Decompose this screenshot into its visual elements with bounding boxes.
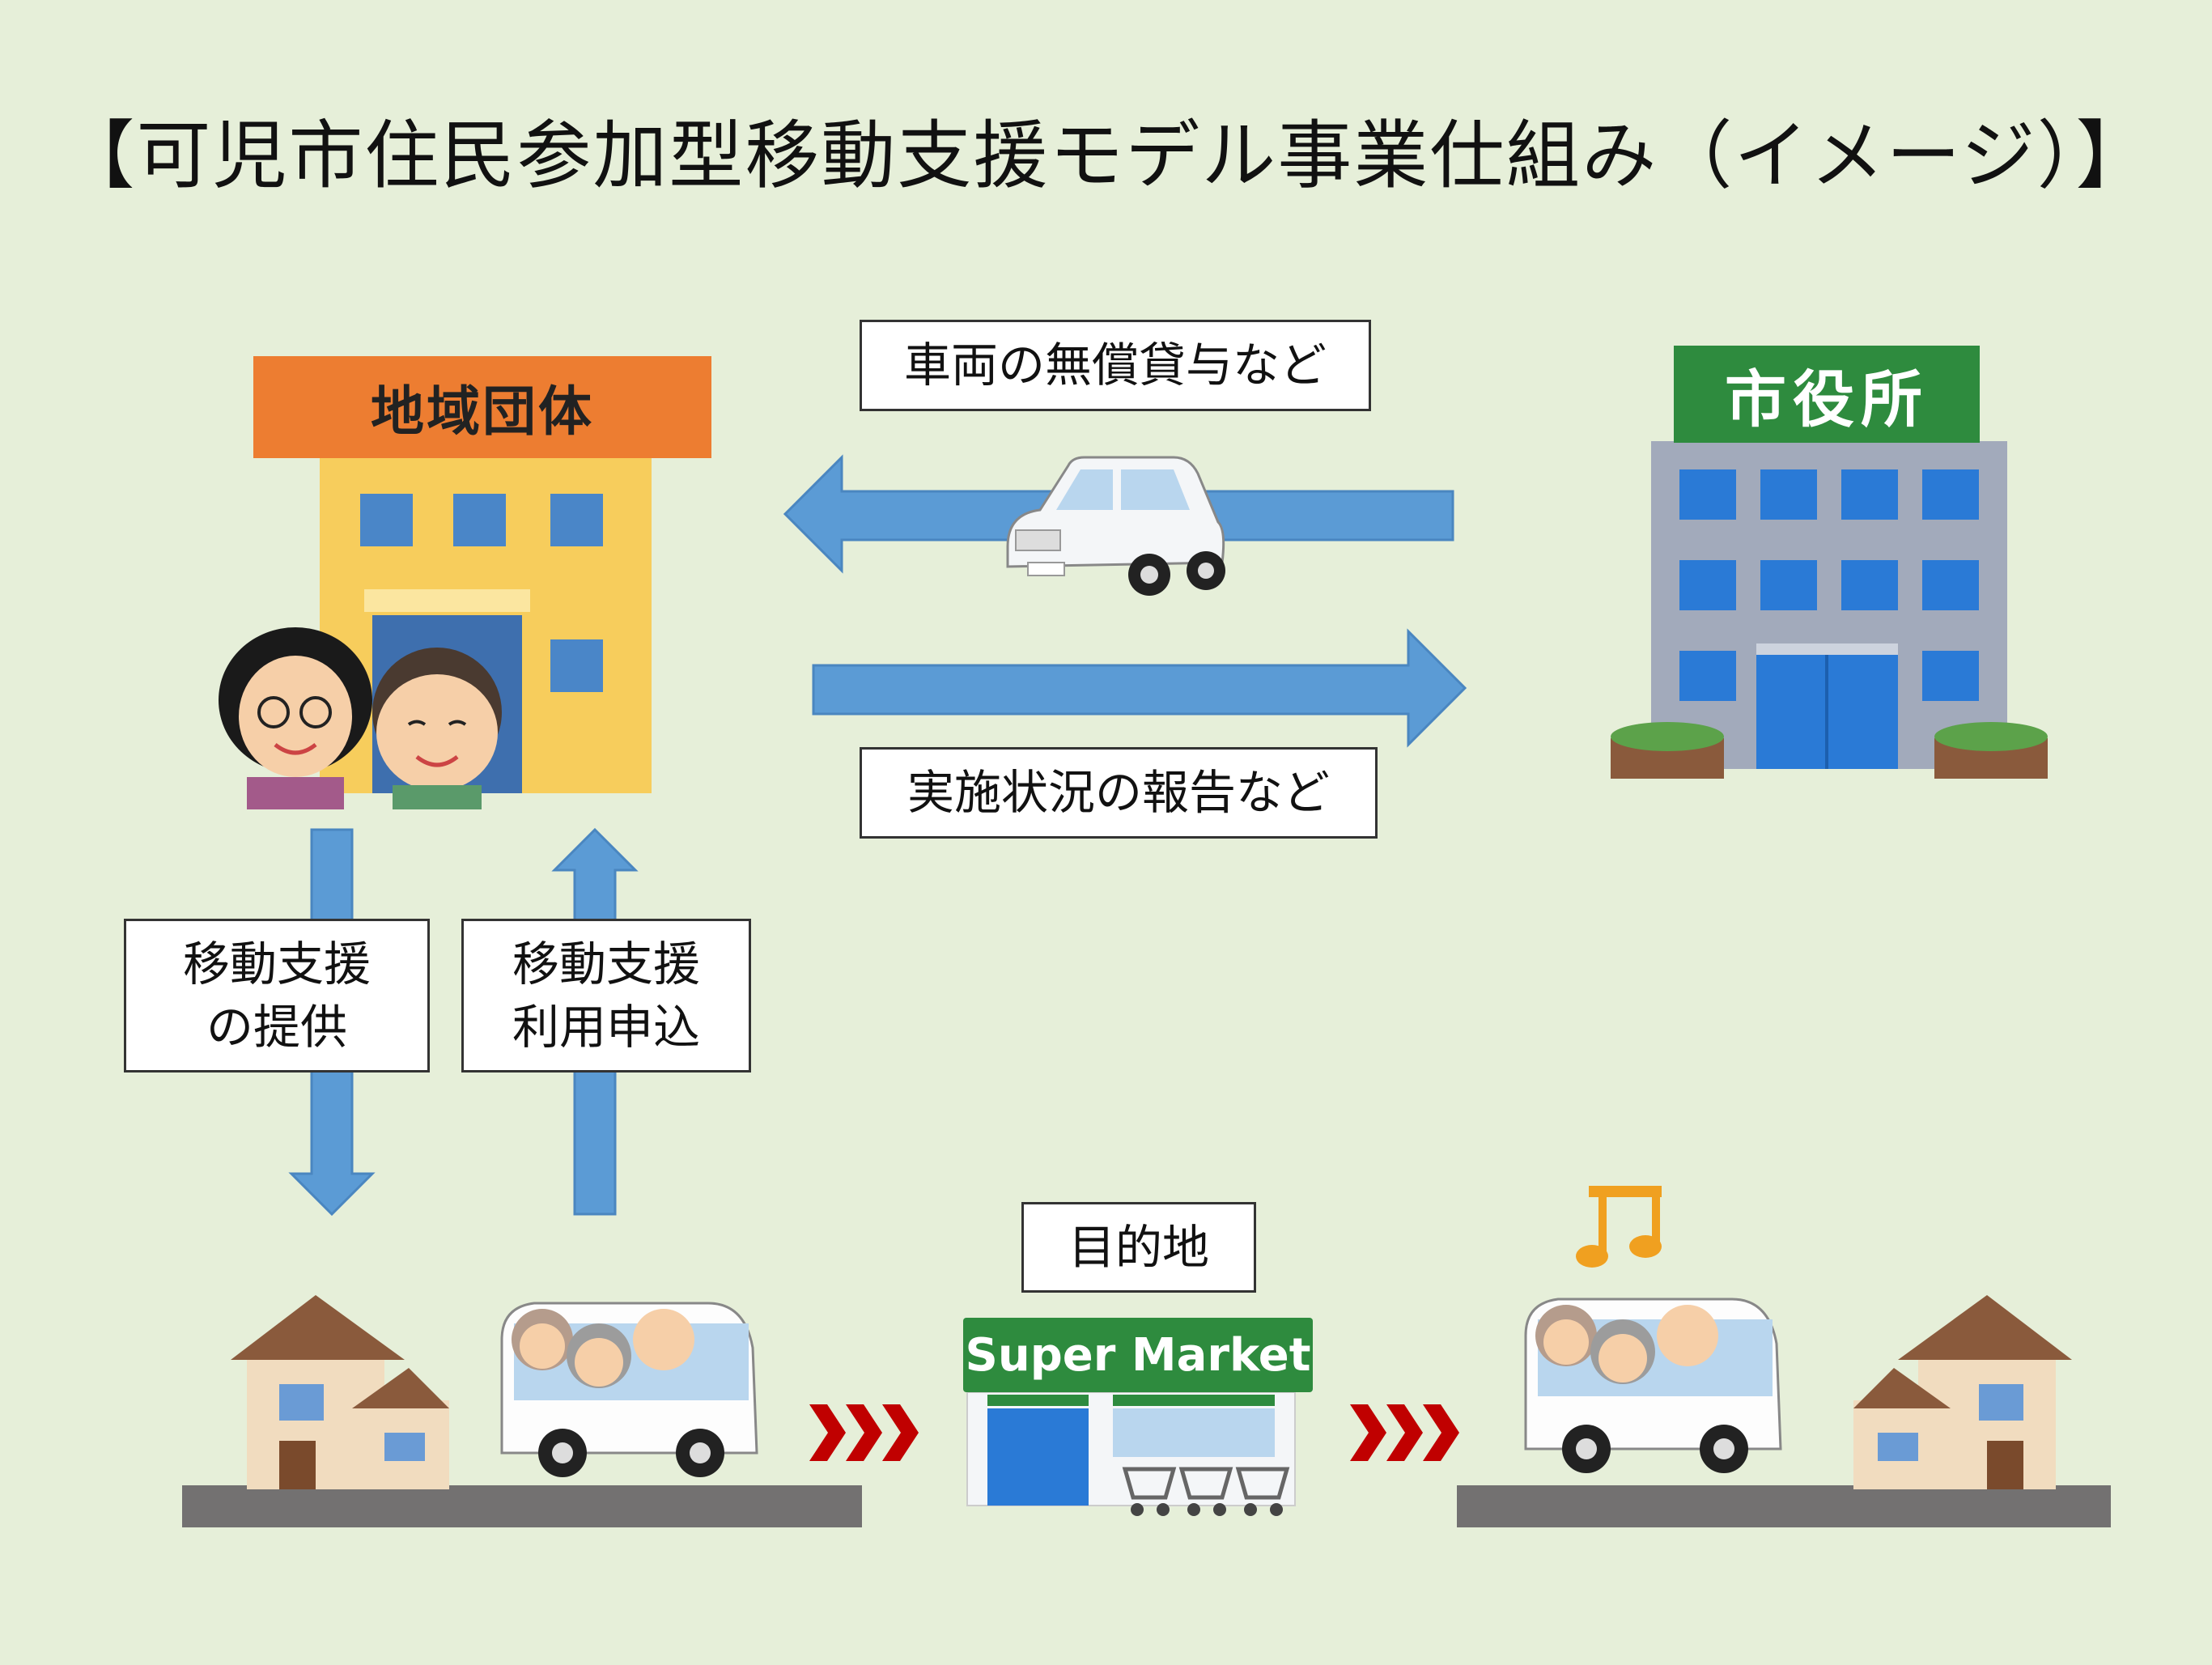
community-group-sign: 地域団体 — [253, 356, 711, 458]
label-provide-support: 移動支援 の提供 — [124, 919, 430, 1072]
elderly-couple-illustration — [219, 627, 502, 809]
label-status-report: 実施状況の報告など — [860, 747, 1378, 839]
chevrons-left-to-destination — [809, 1404, 919, 1461]
city-hall-sign: 市役所 — [1674, 346, 1980, 443]
house-left-illustration — [231, 1295, 449, 1489]
supermarket-sign-label: Super Market — [965, 1328, 1311, 1382]
arrow-right-status-report — [812, 628, 1467, 748]
city-hall-sign-label: 市役所 — [1725, 363, 1929, 435]
chevrons-destination-to-home — [1350, 1404, 1459, 1461]
supermarket-building-illustration — [966, 1391, 1296, 1516]
house-right-illustration — [1853, 1295, 2072, 1489]
city-hall-illustration — [1611, 441, 2048, 779]
bus-right-illustration — [1524, 1298, 1782, 1473]
label-support-request: 移動支援 利用申込 — [461, 919, 751, 1072]
label-destination: 目的地 — [1021, 1202, 1256, 1293]
page-title: 【可児市住民参加型移動支援モデル事業仕組み（イメージ）】 — [60, 113, 2152, 199]
ground-right — [1457, 1485, 2111, 1527]
bus-left-illustration — [500, 1302, 758, 1477]
community-group-sign-label: 地域団体 — [371, 380, 594, 443]
music-note-icon — [1576, 1186, 1662, 1268]
label-vehicle-loan: 車両の無償貸与など — [860, 320, 1371, 411]
car-illustration — [1006, 456, 1225, 596]
supermarket-sign: Super Market — [963, 1318, 1313, 1392]
ground-left — [182, 1485, 862, 1527]
